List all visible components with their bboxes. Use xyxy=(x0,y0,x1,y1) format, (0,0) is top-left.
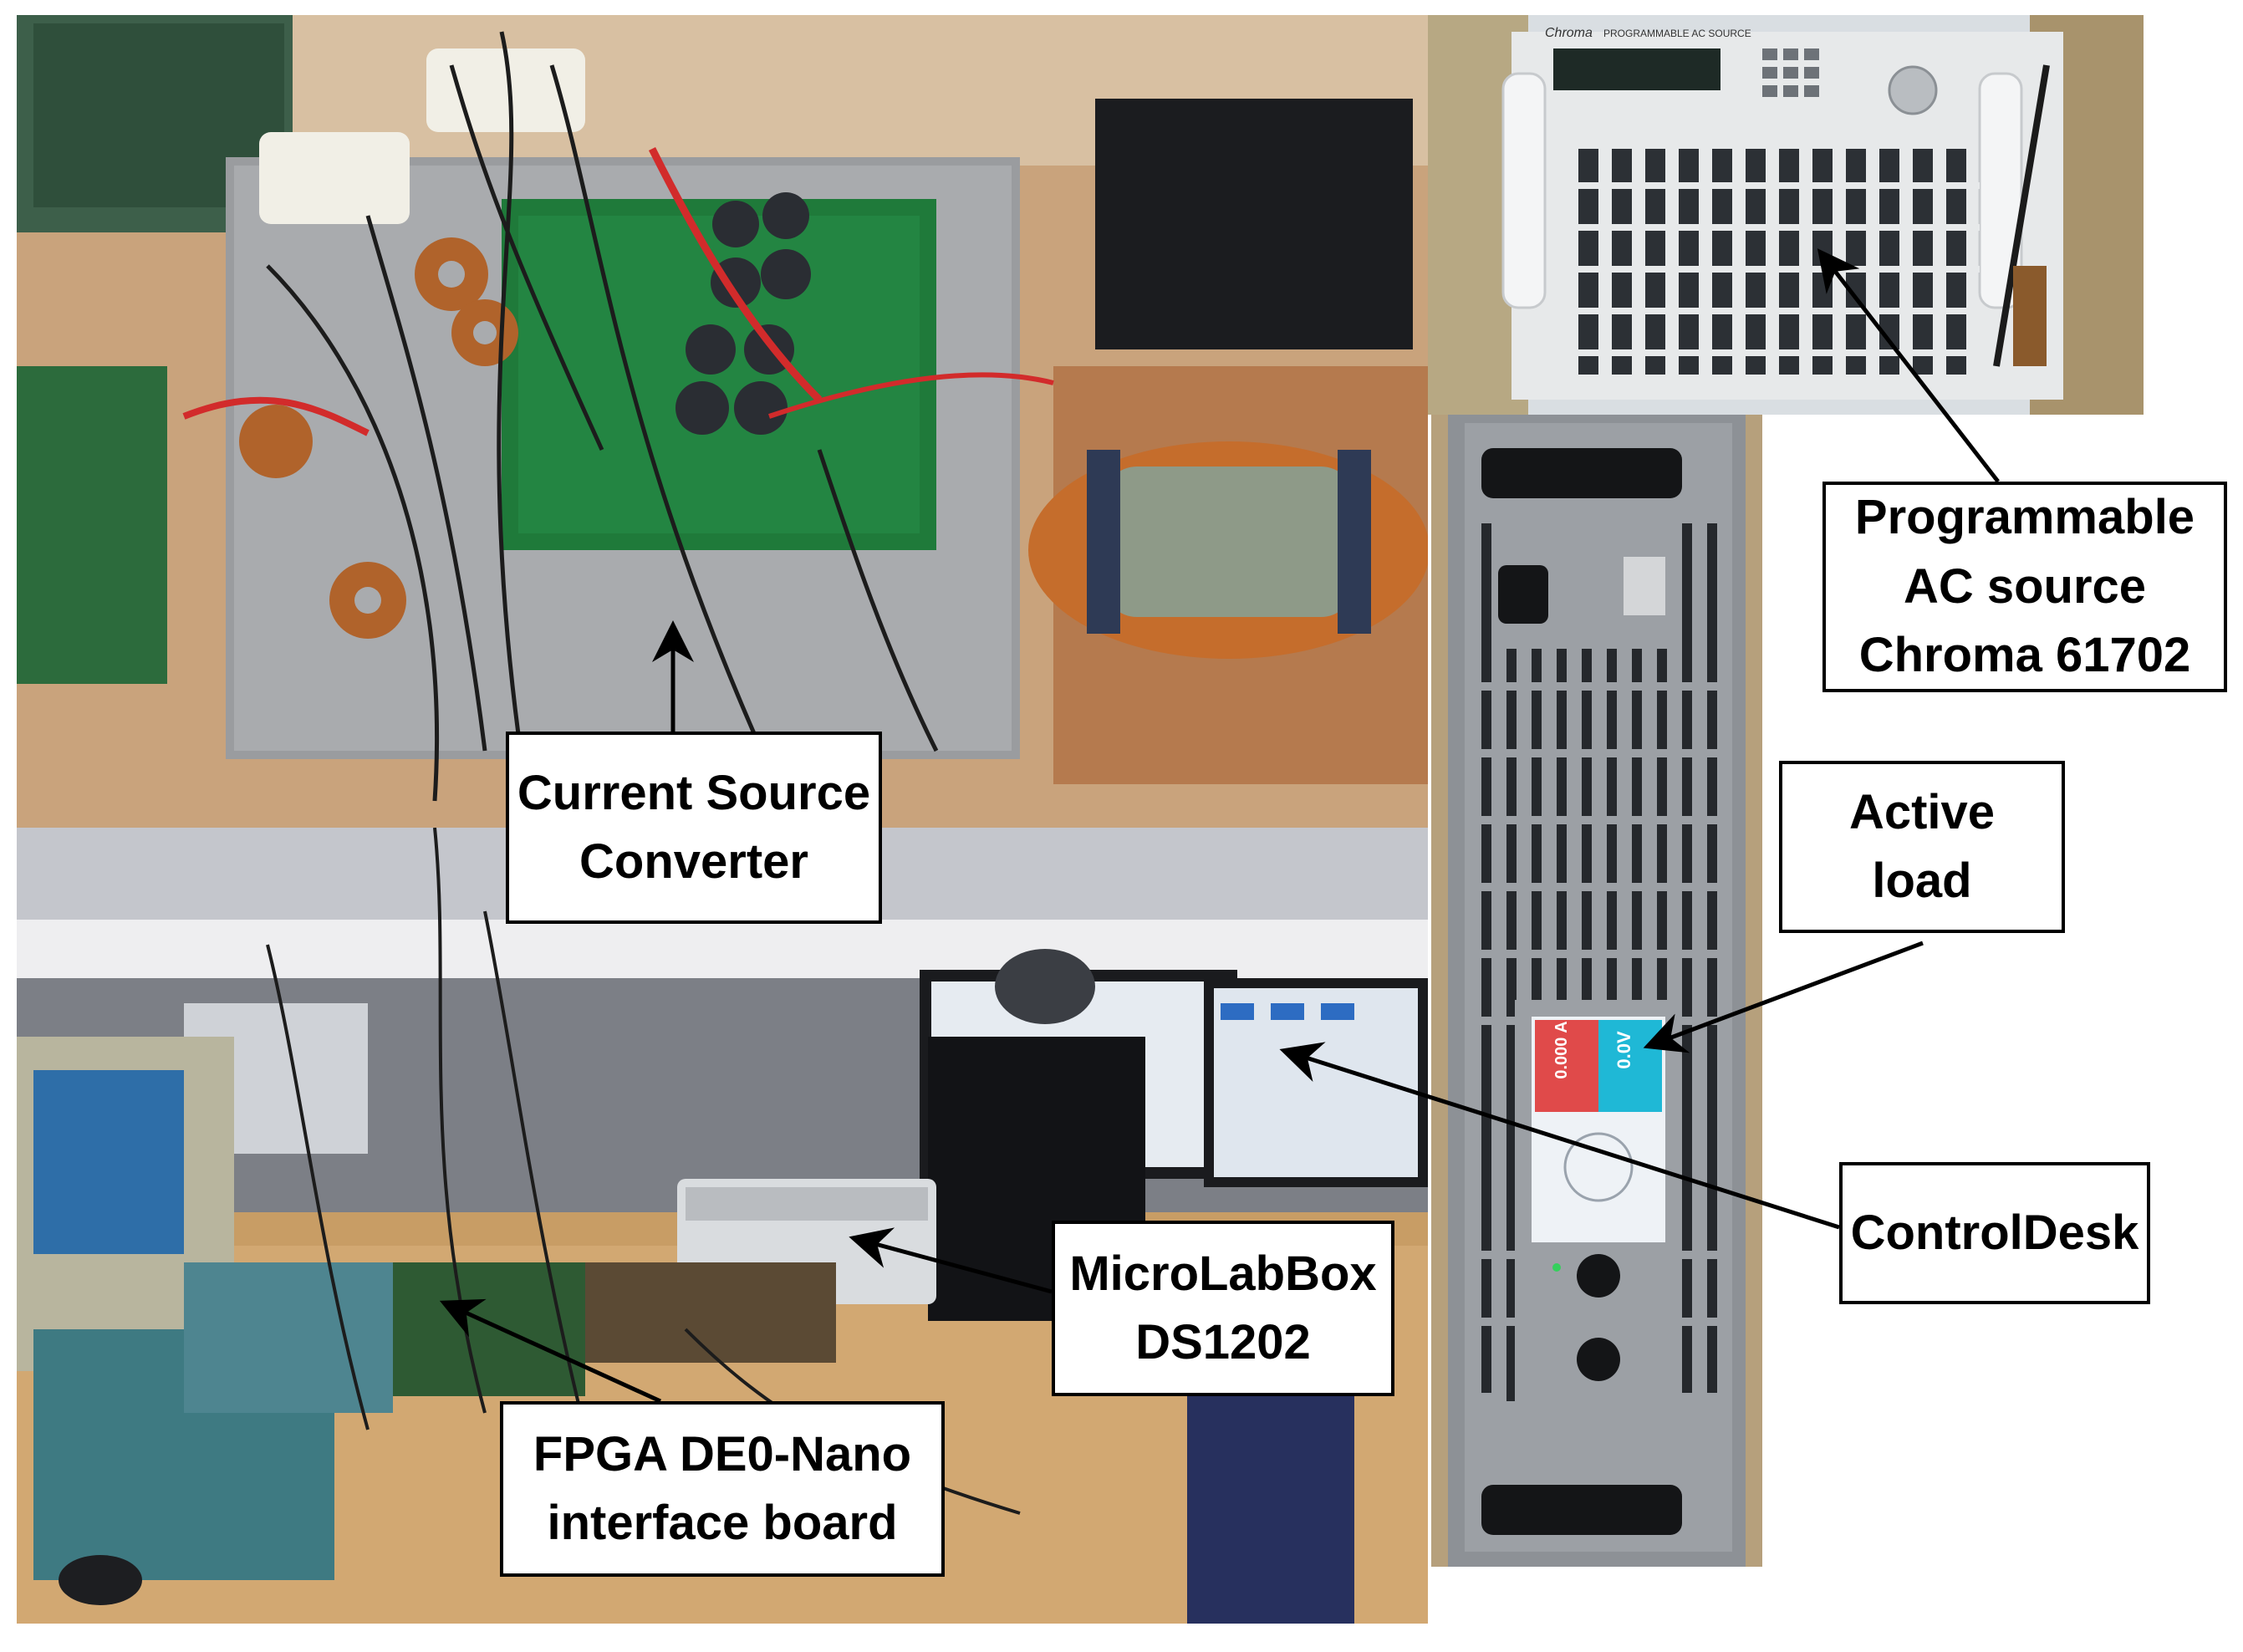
active-load-voltage: 0.0V xyxy=(1613,1031,1634,1069)
microlabbox-label: MicroLabBox DS1202 xyxy=(1052,1221,1394,1396)
fpga-interface-label: FPGA DE0-Nano interface board xyxy=(500,1401,945,1577)
ac-source-photo: Chroma PROGRAMMABLE AC SOURCE xyxy=(1428,15,2144,415)
controldesk-label: ControlDesk xyxy=(1839,1162,2150,1304)
current-source-converter-label: Current Source Converter xyxy=(506,732,882,924)
active-load-photo: 0.0V 0.000 A xyxy=(1431,415,1762,1567)
ac-source-brand: Chroma xyxy=(1545,26,1593,40)
ac-source-label: Programmable AC source Chroma 61702 xyxy=(1822,482,2227,692)
active-load-label: Active load xyxy=(1779,761,2065,933)
active-load-current: 0.000 A xyxy=(1552,1021,1571,1078)
ac-source-panel: PROGRAMMABLE AC SOURCE xyxy=(1603,28,1751,39)
converter-photo xyxy=(17,15,1428,828)
